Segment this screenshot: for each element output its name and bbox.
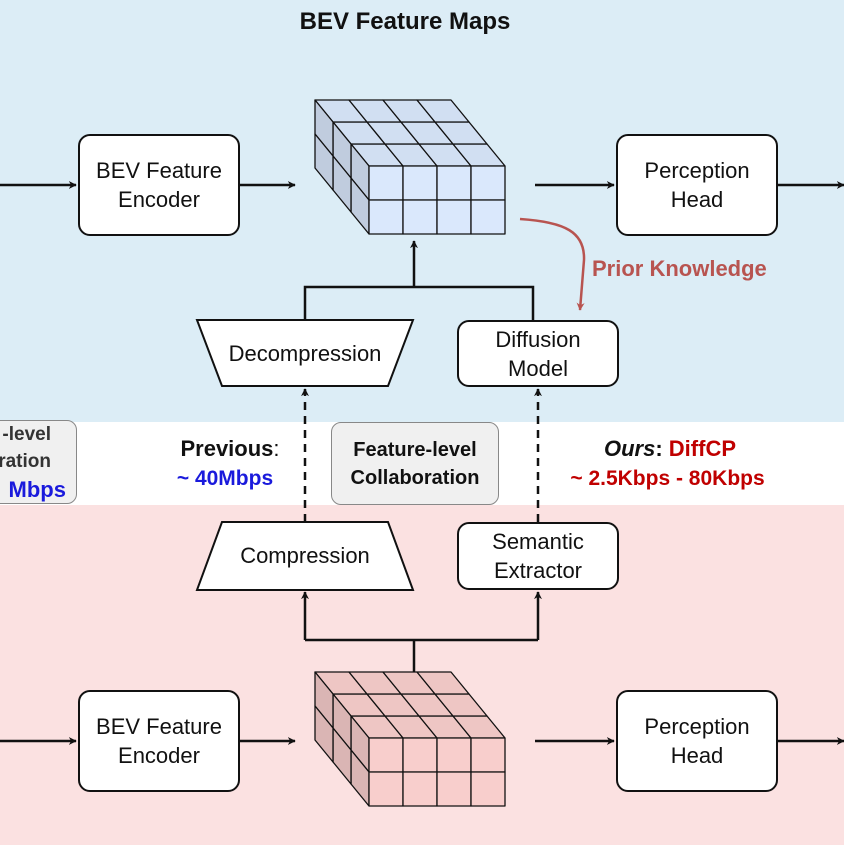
cube-front-cell xyxy=(470,165,506,201)
decompression-label: Decompression xyxy=(228,341,382,366)
compression-shape xyxy=(195,521,415,591)
cube-side-cell xyxy=(314,705,334,763)
cube-front-cell xyxy=(436,737,472,773)
compression-label: Compression xyxy=(240,543,370,568)
cube-top-cell xyxy=(416,671,470,695)
decompression-shape xyxy=(195,319,415,387)
perception-head-top-line1: Perception xyxy=(644,158,750,183)
cube-side-cell xyxy=(314,133,334,191)
ours-word: Ours xyxy=(603,436,656,461)
cube-front-cell xyxy=(470,737,506,773)
semantic-extractor-line1: Semantic xyxy=(492,529,584,554)
cropped-collaboration-box: -level oration Mbps xyxy=(0,420,77,504)
bev-encoder-top-line2: Encoder xyxy=(118,187,200,212)
feature-level-collaboration: Feature-level Collaboration xyxy=(331,422,499,505)
cube-front-cell xyxy=(436,199,472,235)
cube-top-cell xyxy=(416,99,470,123)
cube-front-cell xyxy=(436,165,472,201)
ours-label: Ours: DiffCP xyxy=(603,436,737,461)
perception-head-bottom-line1: Perception xyxy=(644,714,750,739)
bev-encoder-bottom-line2: Encoder xyxy=(118,743,200,768)
cube-front-cell xyxy=(402,165,438,201)
ours-rate: ~ 2.5Kbps - 80Kbps xyxy=(570,467,765,490)
diffcp-name: DiffCP xyxy=(668,436,737,461)
collab-line2: Collaboration xyxy=(350,466,480,489)
cube-front-cell xyxy=(368,737,404,773)
prior-knowledge-arrow xyxy=(519,217,586,311)
cube-front-cell xyxy=(470,199,506,235)
perception-head-bottom-line2: Head xyxy=(670,743,724,768)
bev-encoder-top-line1: BEV Feature xyxy=(96,158,222,183)
previous-rate: ~ 40Mbps xyxy=(176,467,274,490)
cube-front-cell xyxy=(402,199,438,235)
cube-front-cell xyxy=(402,771,438,807)
merge-connector-top xyxy=(303,285,535,320)
prior-knowledge-label: Prior Knowledge xyxy=(592,256,767,281)
cube-front-cell xyxy=(368,165,404,201)
previous-label: Previous: xyxy=(180,436,280,461)
diagram-title: BEV Feature Maps xyxy=(299,8,511,35)
diffusion-model-line1: Diffusion xyxy=(495,326,581,352)
cube-front-cell xyxy=(402,737,438,773)
bev-feature-map-top xyxy=(314,99,506,235)
cube-front-cell xyxy=(368,199,404,235)
cropped-line1: -level xyxy=(2,424,51,445)
cube-front-cell xyxy=(368,771,404,807)
cropped-line2: oration xyxy=(0,451,51,472)
cropped-rate: Mbps xyxy=(8,477,66,502)
collab-line1: Feature-level xyxy=(353,438,477,461)
perception-head-top-line2: Head xyxy=(670,187,724,212)
bev-feature-map-bottom xyxy=(314,671,506,807)
diffusion-model-line2: Model xyxy=(508,355,568,381)
cube-front-cell xyxy=(436,771,472,807)
cube-front-cell xyxy=(470,771,506,807)
bev-encoder-bottom-line1: BEV Feature xyxy=(96,714,222,739)
semantic-extractor-line2: Extractor xyxy=(493,558,583,583)
previous-word: Previous xyxy=(180,436,274,461)
